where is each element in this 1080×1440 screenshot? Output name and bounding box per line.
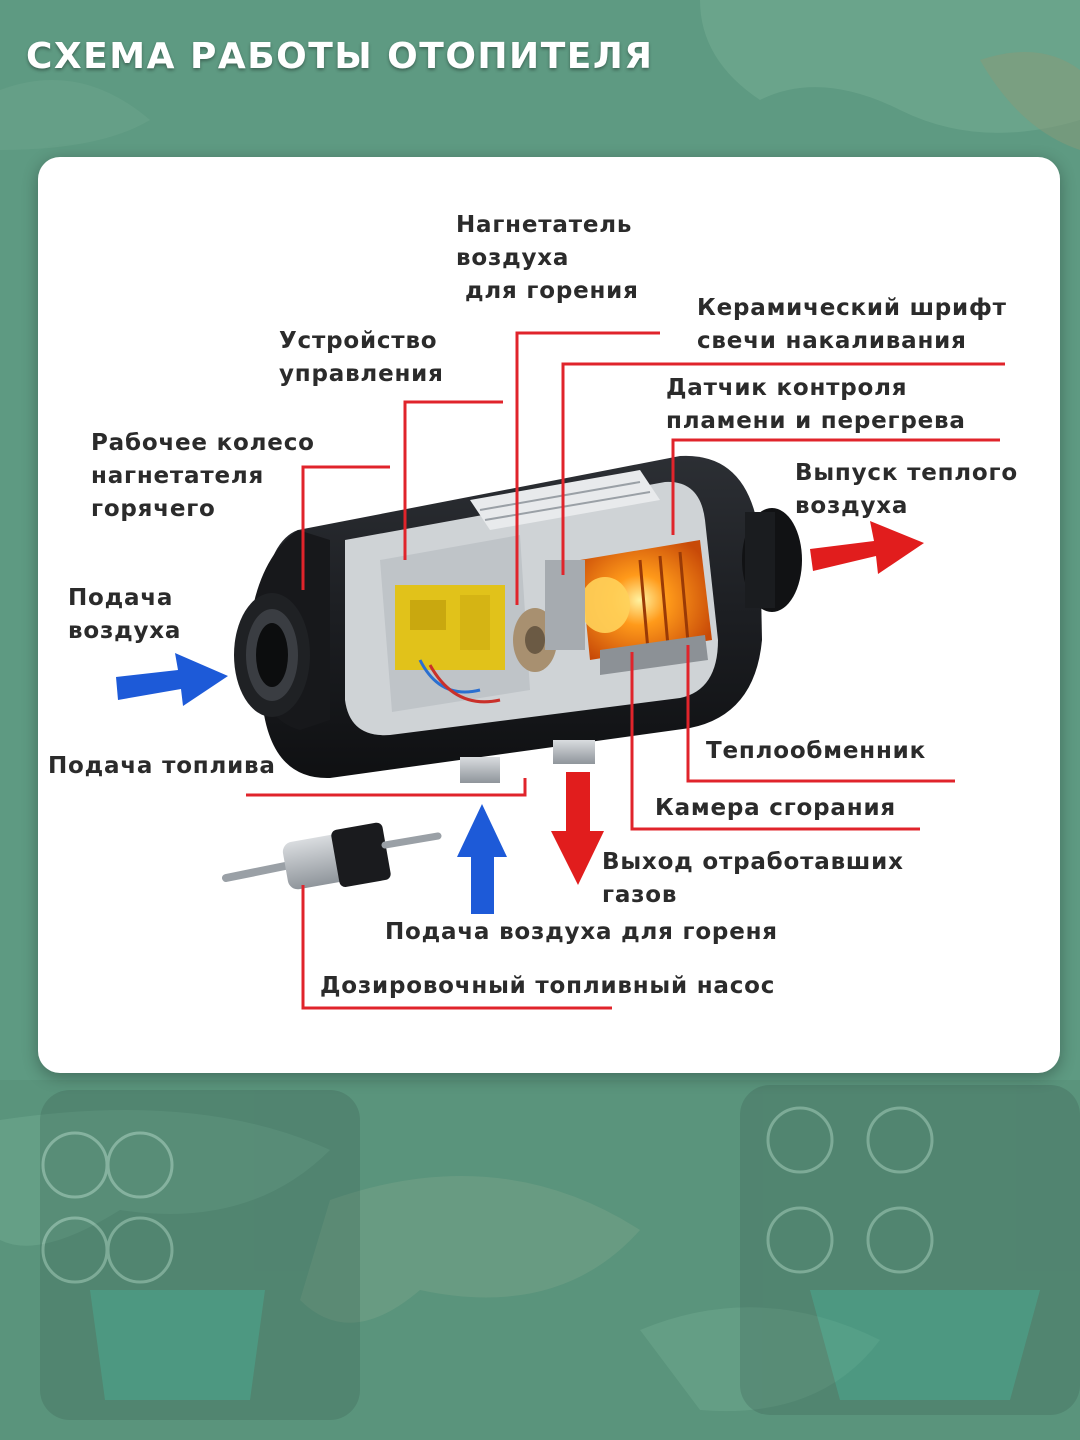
label-impeller: Рабочее колесо нагнетателя горячего	[91, 430, 315, 522]
leader-line-fuel	[246, 778, 527, 797]
label-control-unit: Устройство управления	[279, 328, 444, 387]
leader-line-sensor	[671, 438, 1000, 535]
label-ceramic: Керамический шрифт свечи накаливания	[697, 295, 1007, 354]
exhaust-arrow	[551, 772, 604, 885]
background-heater-left	[40, 1090, 360, 1420]
label-fuel-pump: Дозировочный топливный насос	[320, 973, 776, 999]
leader-line-impeller	[301, 465, 390, 590]
label-fuel-supply: Подача топлива	[48, 753, 276, 779]
exhaust-connector	[553, 740, 595, 764]
label-combustion-chamber: Камера сгорания	[655, 795, 896, 821]
label-exhaust: Выход отработавших газов	[602, 849, 904, 908]
label-sensor: Датчик контроля пламени и перегрева	[666, 375, 966, 434]
label-blower: Нагнетатель воздуха для горения	[456, 212, 639, 304]
leader-line-ceramic	[561, 362, 1005, 575]
leader-line-combustion	[630, 652, 920, 831]
fuel-connector	[460, 757, 500, 783]
warm-air-arrow	[810, 521, 924, 574]
air-intake-arrow	[116, 653, 228, 706]
leader-line-heat-exchanger	[686, 645, 955, 783]
leader-line-pump	[301, 885, 612, 1010]
leader-line-blower	[515, 331, 660, 605]
label-warm-outlet: Выпуск теплого воздуха	[795, 460, 1018, 519]
label-combustion-air: Подача воздуха для гореня	[385, 919, 778, 945]
page-title: СХЕМА РАБОТЫ ОТОПИТЕЛЯ	[26, 36, 654, 77]
combustion-air-arrow	[457, 804, 507, 914]
leader-line-control	[403, 400, 503, 560]
dosing-fuel-pump	[222, 822, 442, 890]
heater-cutaway	[345, 470, 718, 783]
label-heat-exchanger: Теплообменник	[706, 738, 926, 764]
leader-lines	[246, 331, 1005, 1010]
background-heater-right	[740, 1085, 1080, 1415]
label-air-inlet: Подача воздуха	[68, 585, 182, 644]
